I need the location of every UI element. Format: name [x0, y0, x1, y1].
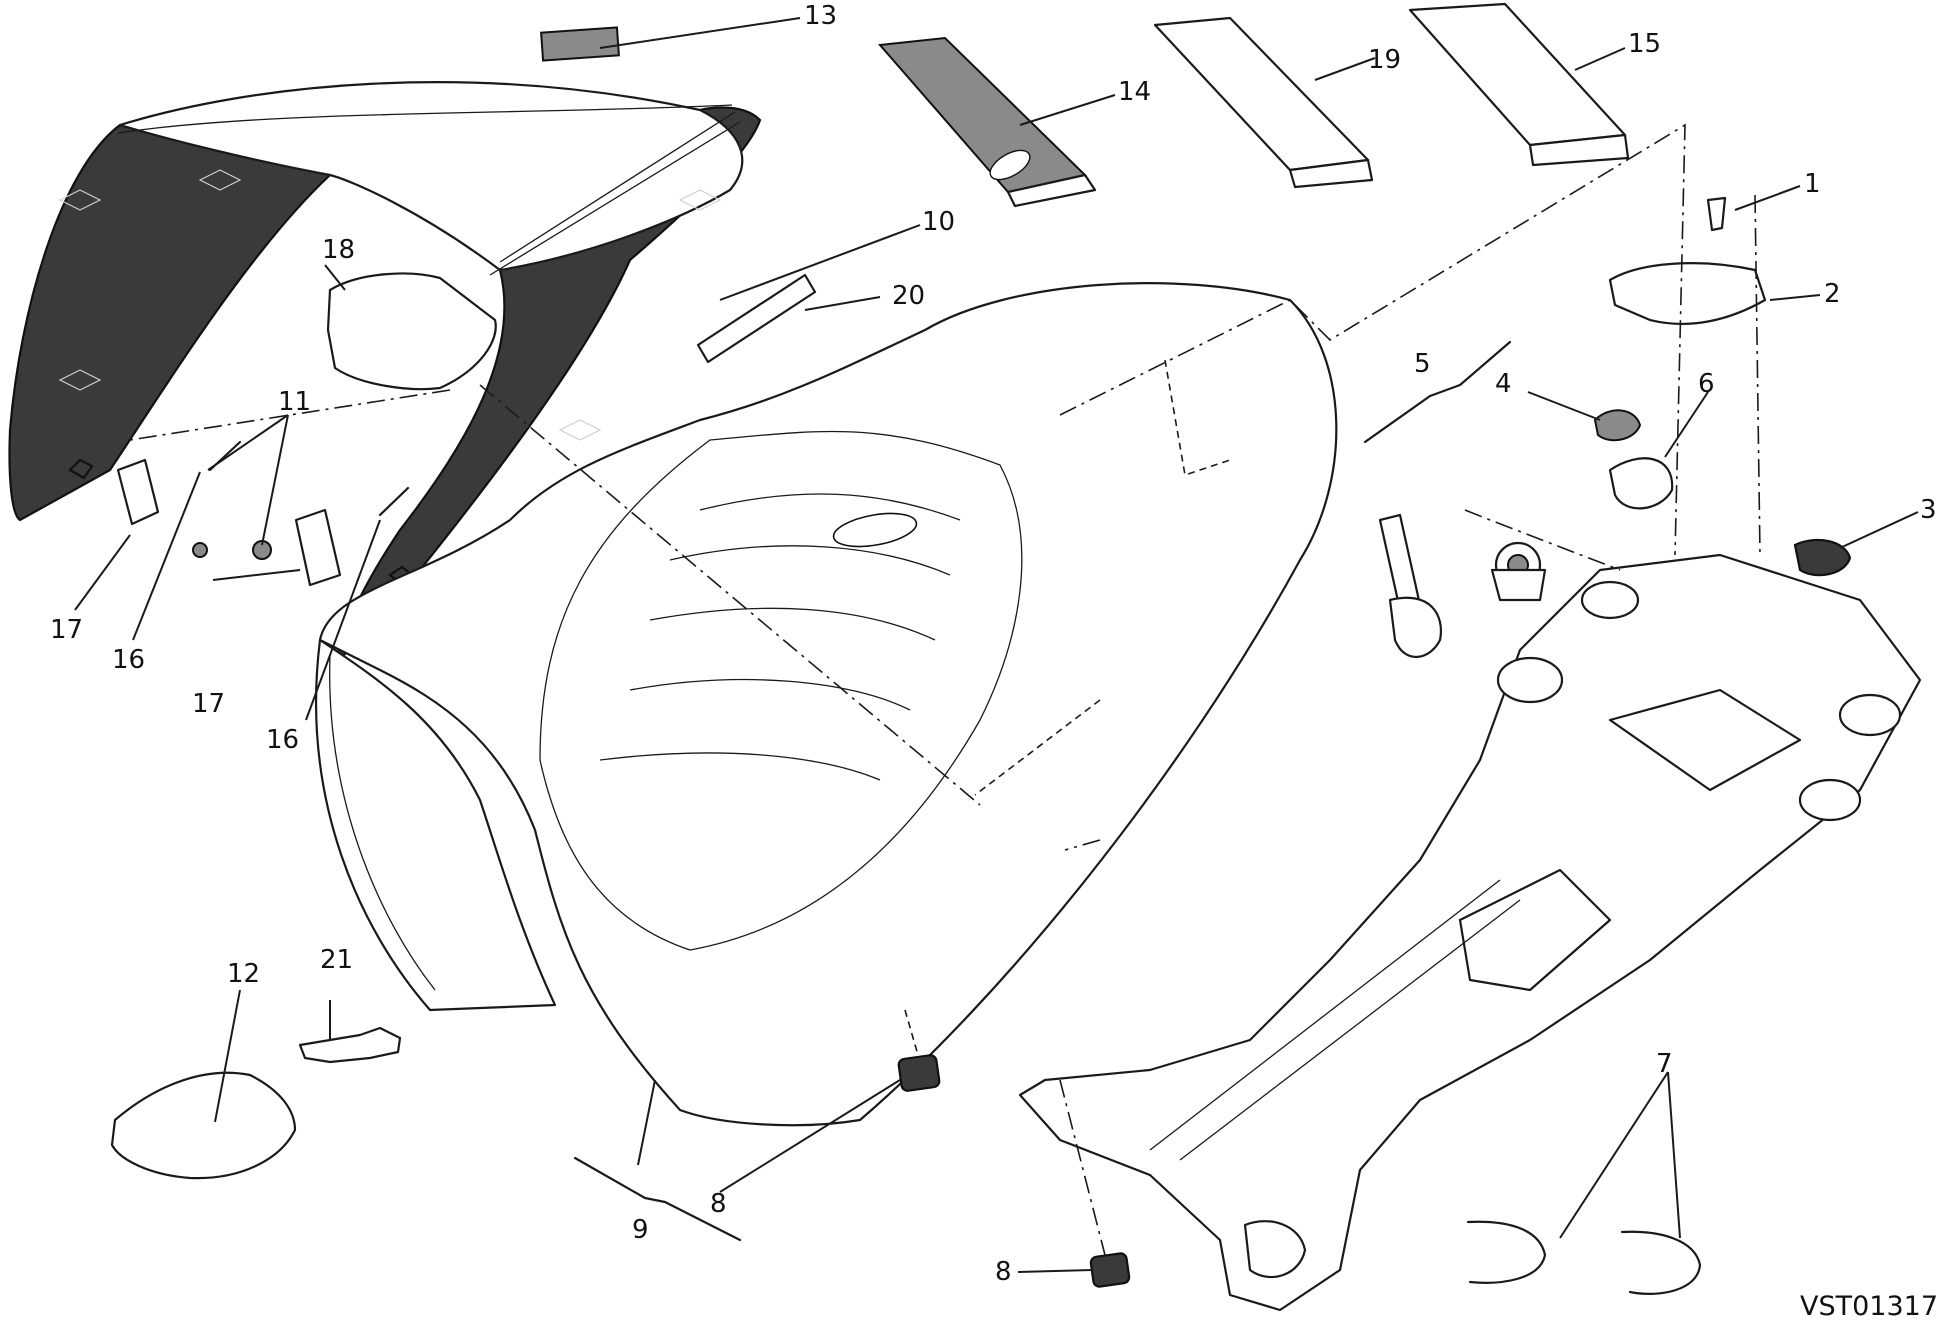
callout-1: 1 — [1804, 169, 1821, 199]
service-booklet — [1408, 2, 1630, 167]
callout-4: 4 — [1495, 369, 1512, 399]
callout-17-right: 17 — [192, 689, 225, 719]
cable-1 — [1466, 1220, 1547, 1284]
bracket-9 — [573, 1156, 742, 1242]
grommet — [1793, 538, 1852, 577]
hidden-lines — [904, 359, 1231, 1056]
warranty-booklet — [1153, 16, 1374, 189]
callout-14: 14 — [1118, 77, 1151, 107]
callout-8-upper: 8 — [710, 1189, 727, 1219]
callout-19: 19 — [1368, 45, 1401, 75]
lock-assembly — [1378, 513, 1547, 658]
callout-6: 6 — [1698, 369, 1715, 399]
cowl-fasteners — [116, 440, 410, 587]
callout-3: 3 — [1920, 495, 1936, 525]
helmet-hook — [298, 1026, 402, 1064]
callout-21: 21 — [320, 945, 353, 975]
rubber-strip — [696, 273, 817, 364]
cable-2 — [1620, 1230, 1702, 1295]
owners-manual — [877, 36, 1097, 208]
lock-spring-plate — [1608, 457, 1674, 510]
callout-17-left: 17 — [50, 615, 83, 645]
leader-lines — [74, 17, 1919, 1273]
callout-2: 2 — [1824, 279, 1841, 309]
callout-labels: 1 2 3 4 5 6 7 8 8 9 10 11 12 13 14 15 16… — [50, 1, 1936, 1287]
callout-13: 13 — [804, 1, 837, 31]
assembly-lines — [129, 123, 1761, 1256]
lock-ring-nut — [1593, 409, 1642, 442]
callout-16-right: 16 — [266, 725, 299, 755]
callout-9: 9 — [632, 1215, 649, 1245]
callout-16-left: 16 — [112, 645, 145, 675]
callout-10: 10 — [922, 207, 955, 237]
latch-mechanism — [1608, 262, 1767, 326]
drawing-reference-code: VST01317 — [1800, 1291, 1936, 1322]
callout-11: 11 — [278, 387, 311, 417]
callout-12: 12 — [227, 959, 260, 989]
callout-8-lower: 8 — [995, 1257, 1012, 1287]
rear-subframe — [1018, 553, 1922, 1312]
callout-5: 5 — [1414, 349, 1431, 379]
callout-18: 18 — [322, 235, 355, 265]
seat-cowl — [8, 26, 762, 669]
cowl-pad — [326, 272, 497, 391]
rubber-block-upper — [897, 1054, 941, 1092]
screw — [1706, 196, 1727, 232]
rider-seat — [315, 282, 1338, 1127]
bracket-5 — [1363, 340, 1512, 444]
rubber-block-lower — [1089, 1252, 1131, 1288]
passenger-pad — [110, 1071, 297, 1180]
callout-15: 15 — [1628, 29, 1661, 59]
callout-20: 20 — [892, 281, 925, 311]
callout-7: 7 — [1656, 1049, 1673, 1079]
